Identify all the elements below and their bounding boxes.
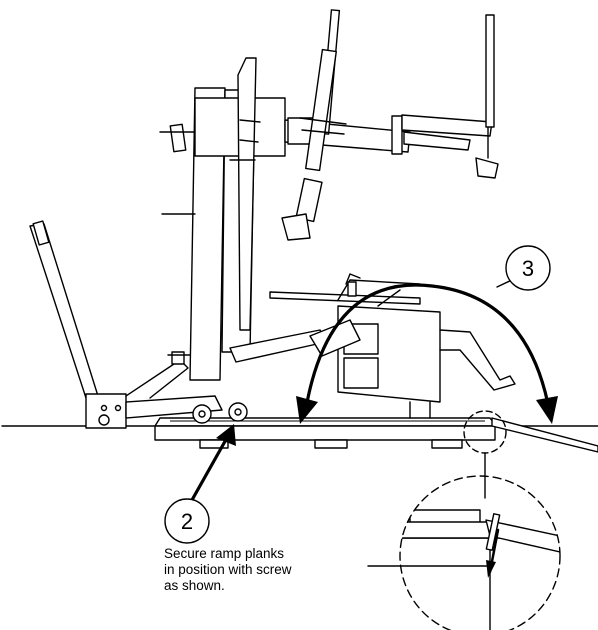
curved-arrow bbox=[296, 283, 558, 424]
callout-number-2: 2 bbox=[181, 509, 193, 534]
note-line: Secure ramp planks bbox=[164, 546, 285, 561]
note-line: in position with screw bbox=[164, 562, 292, 577]
note-line: as shown. bbox=[164, 578, 225, 593]
straight-arrow bbox=[190, 424, 236, 502]
mounting-head bbox=[281, 48, 347, 241]
ramp-note: Secure ramp planks in position with scre… bbox=[164, 546, 374, 594]
base-platform bbox=[154, 417, 497, 449]
callout-2: 2 bbox=[164, 498, 210, 544]
detail-view bbox=[367, 475, 561, 630]
callout-3: 3 bbox=[496, 245, 551, 291]
ramp-plank bbox=[491, 417, 598, 453]
callout-number-3: 3 bbox=[522, 256, 534, 281]
